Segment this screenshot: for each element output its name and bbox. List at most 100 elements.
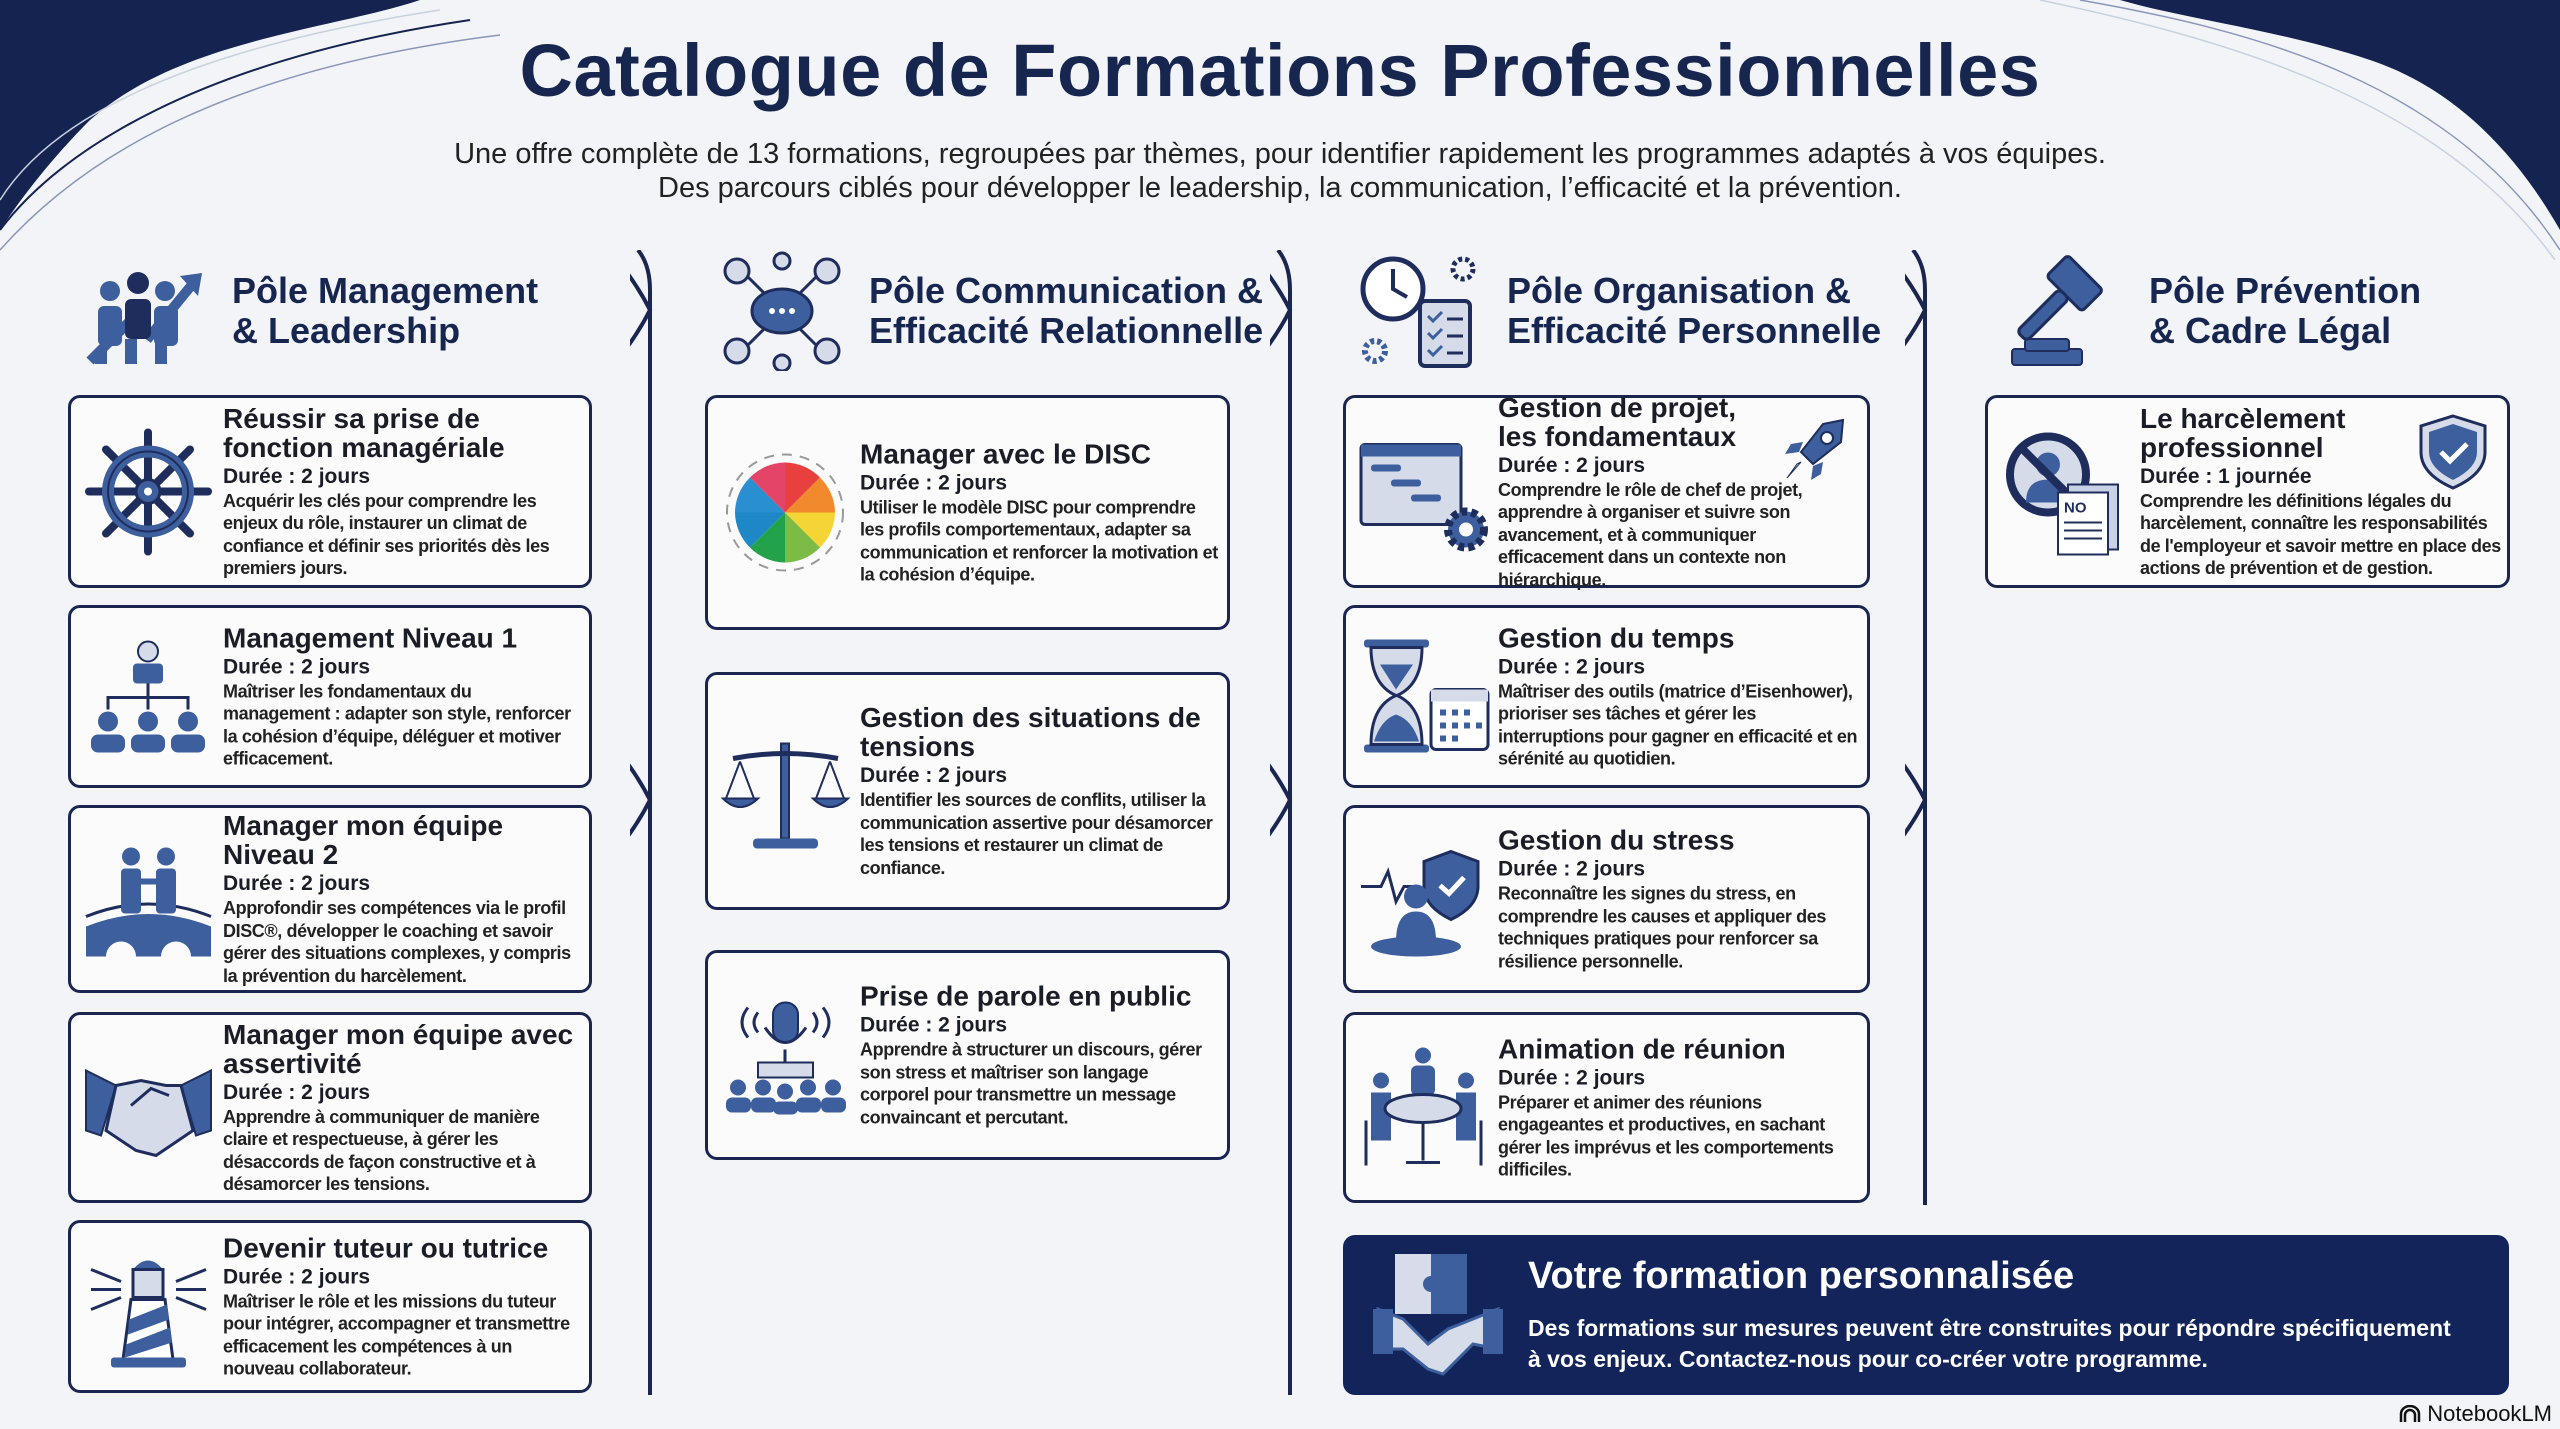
- course-description: Acquérir les clés pour comprendre les en…: [223, 490, 550, 579]
- corner-swoosh-right: [2039, 0, 2560, 260]
- course-title: Gestion de projet, les fondamentaux: [1498, 391, 1737, 452]
- course-duration: Durée : 2 jours: [223, 1265, 371, 1288]
- course-title: Gestion du temps: [1498, 622, 1735, 653]
- course-duration: Durée : 2 jours: [1498, 1066, 1646, 1089]
- course-description: Maîtriser des outils (matrice d’Eisenhow…: [1498, 681, 1858, 769]
- meeting-table-icon: [1356, 1040, 1491, 1175]
- course-title: Gestion des situations de tensions: [860, 702, 1201, 762]
- clock-checklist-icon: [1345, 248, 1495, 373]
- pole-header: Pôle Prévention& Cadre Légal: [1987, 248, 2421, 373]
- pole-title-line-1: Pôle Management: [232, 269, 539, 311]
- pole-title-line-1: Pôle Communication &: [869, 269, 1264, 311]
- course-description: Approfondir ses compétences via le profi…: [223, 898, 571, 986]
- pole-title-line-1: Pôle Organisation &: [1507, 269, 1852, 311]
- hourglass-calendar-icon: [1356, 629, 1491, 764]
- course-title: Animation de réunion: [1498, 1033, 1786, 1064]
- column-divider-brace: [630, 250, 653, 1395]
- rocket-icon: [1773, 412, 1853, 492]
- pole-title: Pôle Communication &Efficacité Relationn…: [869, 269, 1264, 351]
- microphone-audience-icon: [718, 988, 853, 1123]
- course-description: Apprendre à structurer un discours, gére…: [860, 1039, 1202, 1128]
- chat-network-icon: [707, 248, 857, 373]
- course-duration: Durée : 2 jours: [223, 1080, 371, 1104]
- banner-title: Votre formation personnalisée: [1528, 1255, 2075, 1297]
- team-growth-icon: [70, 248, 220, 373]
- watermark-text: NotebookLM: [2427, 1401, 2552, 1426]
- pole-header: Pôle Management& Leadership: [70, 248, 538, 373]
- course-description: Comprendre les définitions légales du ha…: [2140, 490, 2501, 579]
- course-duration: Durée : 2 jours: [860, 1013, 1008, 1037]
- banner-desc-line-1: Des formations sur mesures peuvent être …: [1528, 1315, 2451, 1341]
- course-description: Préparer et animer des réunions engagean…: [1498, 1092, 1834, 1180]
- disc-wheel-icon: [718, 445, 853, 580]
- course-description: Reconnaître les signes du stress, en com…: [1498, 883, 1826, 972]
- ship-wheel-icon: [81, 424, 216, 559]
- subtitle-line-1: Une offre complète de 13 formations, reg…: [454, 138, 2106, 170]
- pole-title-line-2: Efficacité Personnelle: [1507, 309, 1882, 351]
- course-title: Manager mon équipe avec assertivité: [223, 1018, 574, 1079]
- course-description: Apprendre à communiquer de manière clair…: [223, 1106, 540, 1195]
- pole-title: Pôle Organisation &Efficacité Personnell…: [1507, 269, 1882, 351]
- course-duration: Durée : 2 jours: [860, 764, 1008, 787]
- notebooklm-logo-icon: [2400, 1405, 2421, 1422]
- course-title: Manager avec le DISC: [860, 438, 1152, 469]
- course-duration: Durée : 2 jours: [860, 471, 1008, 494]
- banner-desc-line-2: à vos enjeux. Contactez-nous pour co-cré…: [1528, 1346, 2208, 1372]
- gavel-icon: [1987, 248, 2137, 373]
- notebooklm-watermark: NotebookLM: [2399, 1401, 2552, 1427]
- corner-swoosh-left: [0, 0, 501, 251]
- pole-title-line-1: Pôle Prévention: [2149, 269, 2422, 311]
- course-text: Réussir sa prise de fonction managériale…: [223, 404, 583, 580]
- no-label: NO: [2064, 499, 2087, 516]
- pole-title: Pôle Prévention& Cadre Légal: [2149, 269, 2422, 351]
- course-title: Devenir tuteur ou tutrice: [223, 1232, 549, 1263]
- course-title: Réussir sa prise de fonction managériale: [223, 402, 505, 463]
- course-duration: Durée : 2 jours: [1498, 453, 1646, 477]
- no-harassment-document-icon: NO: [1998, 424, 2133, 559]
- page-title: Catalogue de Formations Professionnelles: [519, 29, 2041, 112]
- course-title: Management Niveau 1: [223, 622, 518, 653]
- course-duration: Durée : 1 journée: [2140, 464, 2312, 488]
- column-divider-brace: [1270, 250, 1293, 1395]
- course-card[interactable]: Réussir sa prise de fonction managériale…: [68, 395, 592, 588]
- course-duration: Durée : 2 jours: [1498, 655, 1646, 678]
- course-title: Gestion du stress: [1498, 824, 1735, 856]
- shield-check-icon: [2413, 412, 2493, 492]
- pole-header: Pôle Communication &Efficacité Relationn…: [707, 248, 1263, 373]
- course-description: Utiliser le modèle DISC pour comprendre …: [860, 497, 1218, 585]
- course-description: Identifier les sources de conflits, util…: [860, 790, 1213, 878]
- org-chart-icon: [81, 629, 216, 764]
- course-duration: Durée : 2 jours: [223, 872, 371, 895]
- course-title: Prise de parole en public: [860, 980, 1192, 1012]
- custom-training-banner[interactable]: Votre formation personnalisée Des format…: [1343, 1235, 2509, 1395]
- course-duration: Durée : 2 jours: [1498, 857, 1646, 881]
- course-description: Maîtriser les fondamentaux du management…: [223, 681, 571, 769]
- pole-title-line-2: & Leadership: [232, 309, 461, 351]
- pole-title: Pôle Management& Leadership: [232, 269, 539, 351]
- course-description: Maîtriser le rôle et les missions du tut…: [223, 1291, 570, 1379]
- course-title: Manager mon équipe Niveau 2: [223, 810, 504, 870]
- pole-title-line-2: Efficacité Relationnelle: [869, 309, 1264, 351]
- puzzle-handshake-icon: [1373, 1254, 1503, 1376]
